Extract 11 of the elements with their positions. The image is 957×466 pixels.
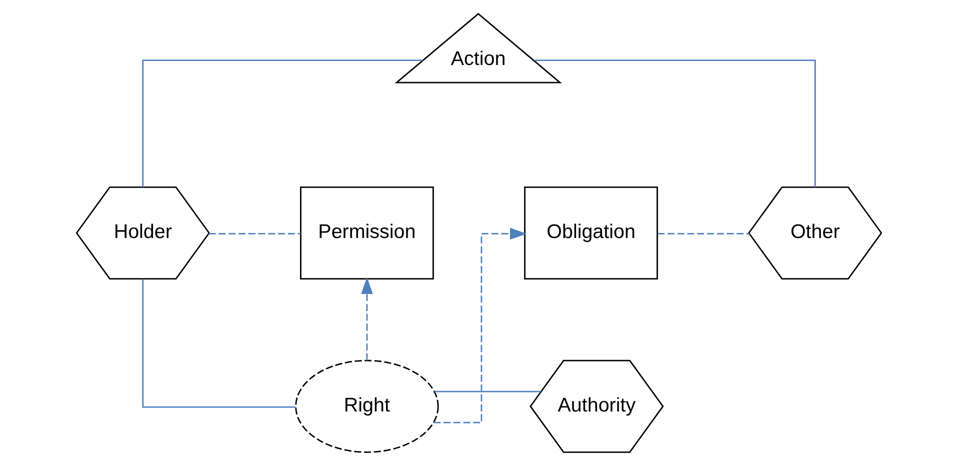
arrow — [360, 277, 372, 360]
node-box: Permission — [300, 186, 434, 280]
connector — [533, 60, 816, 188]
node-box: Obligation — [524, 186, 658, 280]
node-ellipse: Right — [294, 360, 438, 453]
connector — [142, 279, 295, 408]
arrow — [433, 228, 526, 424]
connector — [434, 390, 541, 392]
connector — [142, 60, 422, 188]
connector — [208, 233, 300, 234]
connector — [657, 233, 749, 234]
